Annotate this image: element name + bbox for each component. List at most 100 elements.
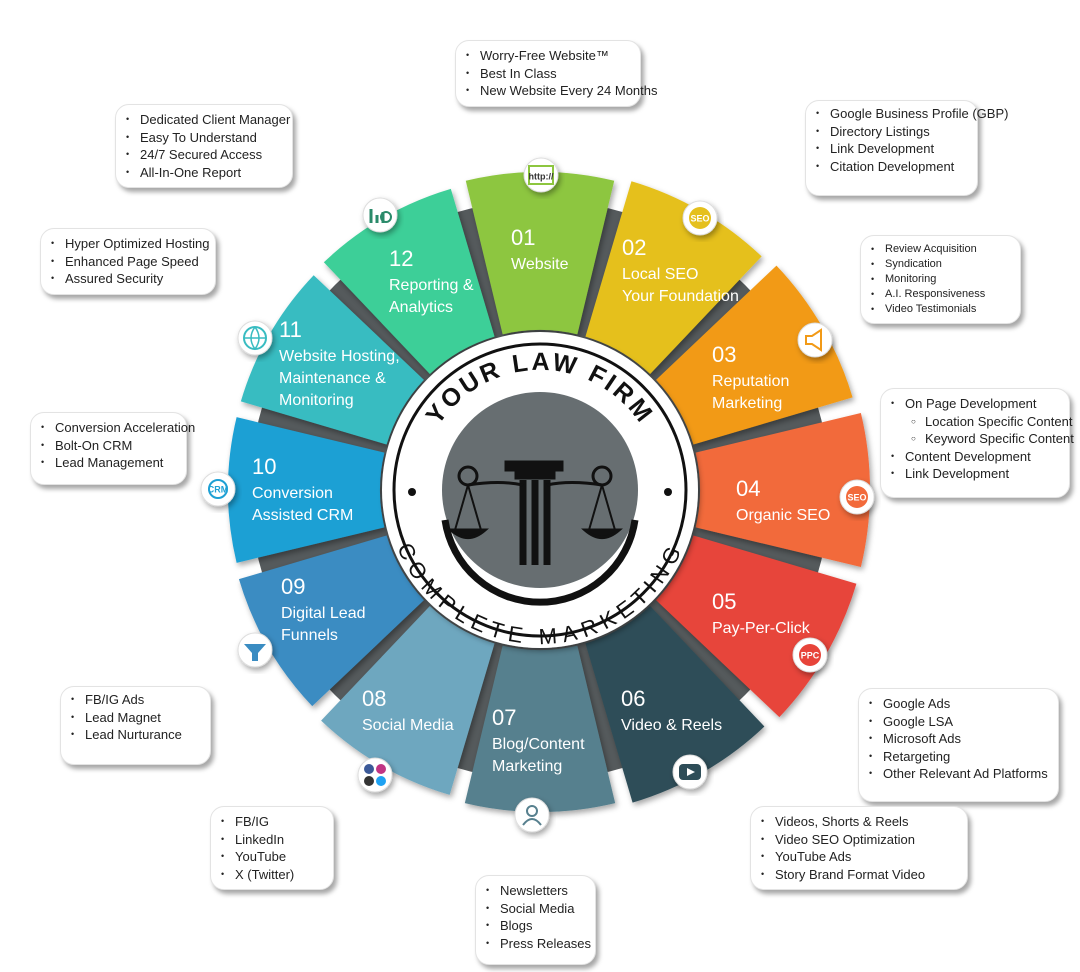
segment-label: Reporting &	[389, 277, 474, 294]
callout-item: Lead Magnet	[71, 709, 198, 727]
callout-item: Microsoft Ads	[869, 730, 1046, 748]
callout-item: Lead Management	[41, 454, 174, 472]
callout-item: Review Acquisition	[871, 242, 1008, 257]
callout-item: 24/7 Secured Access	[126, 146, 280, 164]
callout-item: Press Releases	[486, 935, 591, 953]
segment-label: Analytics	[389, 299, 453, 316]
callout-item: Other Relevant Ad Platforms	[869, 765, 1048, 783]
callout-item: Lead Nurturance	[71, 726, 198, 744]
callout-item: Link Development	[816, 140, 965, 158]
callout-item: Google Ads	[869, 695, 1046, 713]
segment-number: 04	[736, 476, 760, 501]
segment-11	[240, 275, 424, 445]
segment-number: 08	[362, 686, 386, 711]
segment-label: Local SEO	[622, 266, 698, 283]
callout-item: All-In-One Report	[126, 164, 280, 182]
callout-item: FB/IG	[221, 813, 321, 831]
segment-number: 12	[389, 246, 413, 271]
callout-item: YouTube	[221, 848, 321, 866]
callout-item: Google LSA	[869, 713, 1046, 731]
callout-item: Citation Development	[816, 158, 965, 176]
callout-blog: NewslettersSocial MediaBlogsPress Releas…	[475, 875, 596, 965]
segment-label: Monitoring	[279, 392, 354, 409]
svg-text:http://: http://	[529, 171, 554, 181]
callout-reputation: Review AcquisitionSyndicationMonitoringA…	[860, 235, 1021, 324]
svg-text:PPC: PPC	[801, 650, 820, 660]
segment-label: Your Foundation	[622, 288, 739, 305]
http-browser-icon: http://	[523, 157, 559, 193]
segment-02	[585, 181, 762, 374]
callout-item: Directory Listings	[816, 123, 965, 141]
callout-item: LinkedIn	[221, 831, 321, 849]
segment-label: Digital Lead	[281, 605, 366, 622]
callout-item: A.I. Responsiveness	[871, 287, 1008, 302]
segment-number: 07	[492, 705, 516, 730]
segment-label: Reputation	[712, 373, 789, 390]
segment-label: Marketing	[492, 758, 562, 775]
segment-label: Social Media	[362, 717, 454, 734]
segment-label: Pay-Per-Click	[712, 620, 811, 637]
funnel-icon	[237, 632, 273, 668]
segment-03	[656, 265, 853, 445]
video-play-icon	[672, 754, 708, 790]
callout-crm: Conversion AccelerationBolt-On CRMLead M…	[30, 412, 195, 485]
callout-video: Videos, Shorts & ReelsVideo SEO Optimiza…	[750, 806, 968, 890]
logo-dot-left	[408, 488, 416, 496]
callout-item: Video SEO Optimization	[761, 831, 955, 849]
segment-04	[695, 412, 870, 568]
globe-icon	[237, 320, 273, 356]
segment-label: Marketing	[712, 395, 782, 412]
scales-of-justice-icon	[441, 460, 639, 606]
callout-item: Social Media	[486, 900, 583, 918]
segment-number: 02	[622, 235, 646, 260]
callout-item: Monitoring	[871, 272, 1008, 287]
callout-item: Worry-Free Website™	[466, 47, 628, 65]
callout-item: On Page Development	[891, 395, 1057, 413]
callout-item: Link Development	[891, 465, 1057, 483]
segment-label: Funnels	[281, 627, 338, 644]
segment-09	[238, 535, 424, 707]
callout-item: Easy To Understand	[126, 129, 280, 147]
segment-label: Website Hosting,	[279, 348, 400, 365]
callout-item: Videos, Shorts & Reels	[761, 813, 955, 831]
segment-number: 03	[712, 342, 736, 367]
callout-organic-seo: On Page DevelopmentLocation Specific Con…	[880, 388, 1074, 498]
callout-item: Syndication	[871, 257, 1008, 272]
logo-inner-circle	[442, 392, 638, 588]
callout-item: FB/IG Ads	[71, 691, 198, 709]
callout-item: Video Testimonials	[871, 302, 1008, 317]
segment-label: Blog/Content	[492, 736, 585, 753]
megaphone-icon	[797, 322, 833, 358]
segment-number: 01	[511, 225, 535, 250]
crm-network-icon: CRM	[200, 471, 236, 507]
callout-social: FB/IGLinkedInYouTubeX (Twitter)	[210, 806, 334, 890]
writer-icon	[514, 797, 550, 833]
segment-label: Assisted CRM	[252, 507, 353, 524]
segment-number: 06	[621, 686, 645, 711]
seo-cycle-icon: SEO	[839, 479, 875, 515]
callout-item: Best In Class	[466, 65, 628, 83]
svg-text:SEO: SEO	[847, 492, 866, 502]
callout-item: New Website Every 24 Months	[466, 82, 658, 100]
callout-item: YouTube Ads	[761, 848, 955, 866]
segment-label: Video & Reels	[621, 717, 722, 734]
segment-10	[228, 417, 385, 563]
callout-item: Enhanced Page Speed	[51, 253, 203, 271]
segment-06	[585, 606, 765, 803]
wedges	[228, 172, 870, 812]
callout-item: Story Brand Format Video	[761, 866, 955, 884]
callout-item: Dedicated Client Manager	[126, 111, 290, 129]
svg-text:CRM: CRM	[208, 484, 229, 494]
segment-08	[321, 606, 495, 795]
callout-item: Content Development	[891, 448, 1057, 466]
svg-text:SEO: SEO	[690, 213, 709, 223]
ppc-icon: PPC	[792, 637, 828, 673]
segment-label: Maintenance &	[279, 370, 386, 387]
callout-item: Hyper Optimized Hosting	[51, 235, 210, 253]
callout-item: X (Twitter)	[221, 866, 321, 884]
analytics-icon	[362, 197, 398, 233]
callout-ppc: Google AdsGoogle LSAMicrosoft AdsRetarge…	[858, 688, 1059, 802]
social-media-icon	[357, 757, 393, 793]
logo-dot-right	[664, 488, 672, 496]
